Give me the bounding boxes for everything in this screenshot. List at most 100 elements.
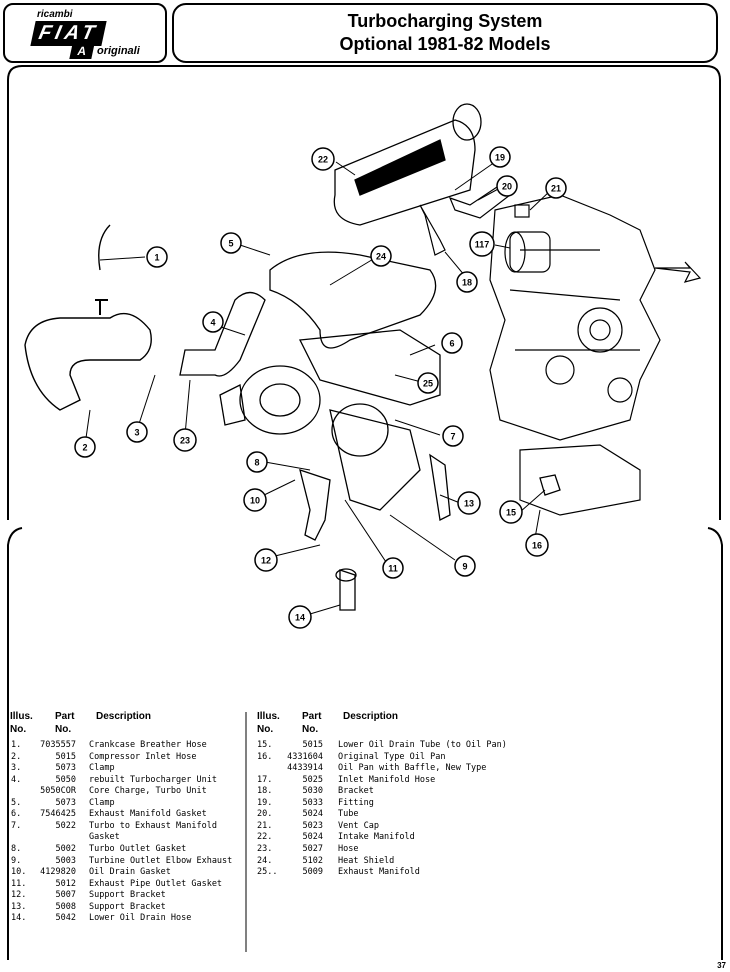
svg-text:16: 16	[532, 541, 542, 551]
illus-number: 23.	[257, 843, 273, 854]
svg-text:13: 13	[464, 499, 474, 509]
callout-6: 6	[441, 332, 463, 354]
illus-number: 11.	[11, 878, 27, 889]
engine-block-drawing	[489, 194, 702, 516]
illus-number: 4.	[11, 774, 22, 785]
callout-3: 3	[126, 421, 148, 443]
svg-text:23: 23	[180, 436, 190, 446]
part-number: 4129820	[40, 867, 76, 878]
callout-10: 10	[243, 488, 267, 512]
callout-11: 11	[382, 557, 404, 579]
svg-text:20: 20	[502, 182, 512, 192]
part-description: Lower Oil Drain Hose	[89, 913, 192, 924]
col-description-header: Description	[96, 711, 152, 722]
col-illus-no-header-right: No.	[257, 724, 274, 735]
part-description: rebuilt Turbocharger Unit	[89, 774, 217, 785]
col-part-header-right: Part	[302, 711, 322, 722]
svg-text:6: 6	[449, 339, 454, 349]
breather-hose-drawing	[98, 224, 111, 271]
part-description: Exhaust Manifold Gasket	[89, 809, 207, 820]
part-number: 5024	[302, 809, 323, 820]
part-description: Lower Oil Drain Tube (to Oil Pan)	[338, 740, 507, 750]
svg-text:24: 24	[376, 252, 386, 262]
svg-text:21: 21	[551, 184, 561, 194]
callout-117: 117	[469, 231, 495, 257]
part-description: Turbo to Exhaust Manifold	[89, 820, 217, 831]
illus-number: 13.	[11, 901, 27, 912]
callout-21: 21	[545, 177, 567, 199]
illus-number: 25..	[257, 867, 278, 878]
callout-15: 15	[499, 500, 523, 524]
illus-number: 19.	[257, 797, 273, 808]
breather-fitting-drawing	[95, 299, 108, 315]
part-number: 5003	[55, 855, 76, 866]
col-part-no-header-right: No.	[302, 724, 319, 735]
part-number: 5023	[302, 820, 323, 831]
callout-22: 22	[311, 147, 335, 171]
svg-text:5: 5	[228, 239, 233, 249]
illus-number: 20.	[257, 809, 273, 820]
exhaust-manifold-drawing	[298, 329, 441, 406]
illus-number: 6.	[11, 809, 22, 820]
svg-text:18: 18	[462, 278, 472, 288]
part-number: 5002	[55, 843, 76, 854]
part-description: Gasket	[89, 832, 120, 843]
part-description: Hose	[338, 843, 359, 854]
logo-originali-text: originali	[97, 45, 140, 57]
part-number: 5009	[302, 867, 323, 878]
callout-14: 14	[288, 605, 312, 629]
illus-number: 3.	[11, 763, 22, 774]
part-number: 5008	[55, 901, 76, 912]
svg-text:25: 25	[423, 379, 433, 389]
part-number: 5022	[55, 820, 76, 831]
turbocharger-drawing	[219, 365, 421, 511]
svg-text:22: 22	[318, 155, 328, 165]
part-description: Original Type Oil Pan	[338, 751, 446, 762]
heat-shield-drawing	[269, 251, 437, 349]
part-number: 5030	[302, 786, 323, 797]
callout-8: 8	[246, 451, 268, 473]
svg-text:10: 10	[250, 496, 260, 506]
part-description: Compressor Inlet Hose	[89, 751, 197, 762]
logo-ricambi-text: ricambi	[37, 9, 73, 20]
illus-number: 15.	[257, 740, 273, 750]
col-part-no-header: No.	[55, 724, 72, 735]
illus-number: 1.	[11, 740, 22, 750]
illus-number: 16.	[257, 751, 273, 762]
svg-text:4: 4	[210, 318, 215, 328]
part-description: Fitting	[338, 797, 374, 808]
part-number: 4331604	[287, 751, 323, 762]
part-number: 5050COR	[40, 786, 76, 797]
callout-19: 19	[489, 146, 511, 168]
compressor-inlet-hose-drawing	[24, 312, 152, 411]
callout-16: 16	[525, 533, 549, 557]
diagram-frame-bottom	[7, 527, 723, 960]
svg-text:14: 14	[295, 613, 305, 623]
part-description: Crankcase Breather Hose	[89, 740, 207, 750]
part-description: Turbine Outlet Elbow Exhaust	[89, 855, 233, 866]
svg-text:9: 9	[462, 562, 467, 572]
svg-text:2: 2	[82, 443, 87, 453]
svg-text:12: 12	[261, 556, 271, 566]
part-description: Bracket	[338, 786, 374, 797]
callout-23: 23	[173, 428, 197, 452]
page-title: Turbocharging System	[347, 11, 543, 31]
callout-20: 20	[496, 175, 518, 197]
svg-text:117: 117	[475, 240, 490, 250]
illus-number: 18.	[257, 786, 273, 797]
illus-number: 8.	[11, 843, 22, 854]
part-number: 5042	[55, 913, 76, 924]
part-number: 5050	[55, 774, 76, 785]
part-number: 5073	[55, 763, 76, 774]
part-number: 5015	[302, 740, 323, 750]
callout-13: 13	[457, 491, 481, 515]
part-description: Clamp	[89, 763, 115, 774]
illus-number: 9.	[11, 855, 22, 866]
illus-number: 5.	[11, 797, 22, 808]
part-number: 5025	[302, 774, 323, 785]
col-description-header-right: Description	[343, 711, 399, 722]
callout-markers: 1 2 3 4 5 6 7 8 9 10 11 12 13 14 15 16 1…	[74, 146, 567, 629]
illus-number: 12.	[11, 890, 27, 901]
